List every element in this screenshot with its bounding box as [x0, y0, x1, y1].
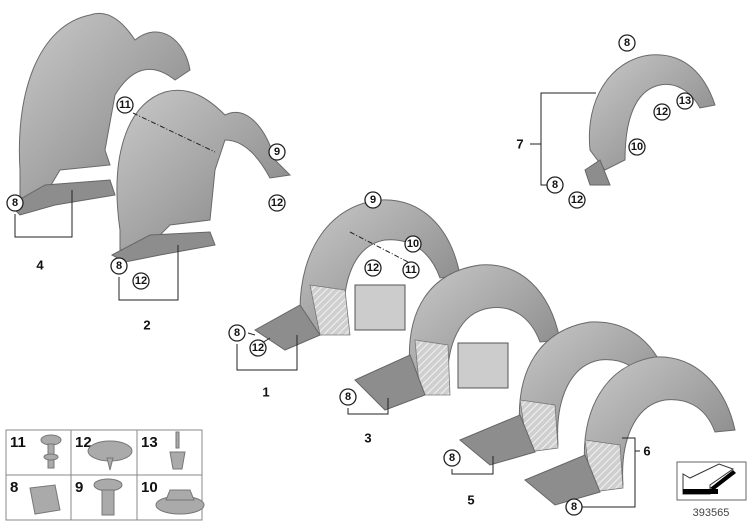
- svg-text:12: 12: [367, 262, 379, 274]
- callout-9: 9: [364, 191, 382, 209]
- wheel-arch-liner-part-2[interactable]: [110, 89, 292, 263]
- callout-10: 10: [404, 235, 422, 253]
- svg-text:12: 12: [135, 275, 147, 287]
- svg-text:10: 10: [407, 238, 419, 250]
- nut-8-icon: [29, 484, 61, 515]
- rivet-13-icon: [169, 431, 186, 470]
- svg-text:12: 12: [656, 106, 668, 118]
- callout-9: 9: [268, 143, 286, 161]
- screw-12-icon: [87, 440, 133, 471]
- callout-12: 12: [364, 259, 382, 277]
- legend-label-8: 8: [10, 479, 18, 496]
- callout-12: 12: [568, 191, 586, 209]
- svg-text:13: 13: [679, 95, 691, 107]
- callout-8: 8: [565, 498, 583, 516]
- flange-nut-10-icon: [155, 489, 205, 515]
- label-2: 2: [143, 318, 150, 333]
- callout-11: 11: [116, 96, 134, 114]
- label-1: 1: [262, 385, 269, 400]
- legend-label-10: 10: [141, 479, 158, 496]
- svg-text:8: 8: [116, 260, 122, 272]
- diagram-number: 393565: [693, 507, 730, 519]
- callout-8: 8: [618, 34, 636, 52]
- label-3: 3: [364, 431, 371, 446]
- svg-text:9: 9: [370, 194, 376, 206]
- legend-label-12: 12: [75, 434, 92, 451]
- label-5: 5: [467, 493, 474, 508]
- svg-text:8: 8: [345, 391, 351, 403]
- callout-8: 8: [6, 194, 24, 212]
- callout-11: 11: [402, 261, 420, 279]
- label-6: 6: [643, 444, 650, 459]
- brackets: [14, 92, 640, 508]
- svg-text:12: 12: [571, 194, 583, 206]
- callout-10: 10: [628, 138, 646, 156]
- legend-label-11: 11: [10, 434, 26, 451]
- wheel-arch-liner-part-1[interactable]: [254, 199, 461, 351]
- wheel-arch-liner-part-3[interactable]: [354, 264, 561, 411]
- clip-11-icon: [40, 434, 62, 469]
- callout-8: 8: [110, 257, 128, 275]
- svg-text:10: 10: [631, 141, 643, 153]
- svg-text:8: 8: [12, 197, 18, 209]
- callout-12: 12: [653, 103, 671, 121]
- wheel-arch-liner-part-5[interactable]: [459, 321, 671, 466]
- wheel-arch-liner-part-4[interactable]: [9, 12, 191, 216]
- callout-13: 13: [676, 92, 694, 110]
- callout-12: 12: [132, 272, 150, 290]
- callout-8: 8: [339, 388, 357, 406]
- svg-text:12: 12: [271, 197, 283, 209]
- orientation-arrow-icon: [676, 461, 747, 501]
- svg-text:8: 8: [571, 501, 577, 513]
- callout-12: 12: [268, 194, 286, 212]
- callout-8: 8: [546, 176, 564, 194]
- label-7: 7: [516, 137, 523, 152]
- wheel-arch-liner-part-7[interactable]: [584, 54, 716, 186]
- wheel-arch-liner-part-6[interactable]: [524, 356, 736, 506]
- svg-text:12: 12: [252, 342, 264, 354]
- callout-8: 8: [443, 449, 461, 467]
- legend-label-13: 13: [141, 434, 158, 451]
- callout-8: 8: [228, 324, 246, 342]
- svg-text:8: 8: [234, 327, 240, 339]
- rivet-nut-9-icon: [93, 478, 123, 516]
- callout-12: 12: [249, 339, 267, 357]
- svg-text:8: 8: [624, 37, 630, 49]
- legend-label-9: 9: [75, 479, 83, 496]
- fastener-legend: 11 12 13 8 9 10: [5, 429, 205, 521]
- svg-text:11: 11: [119, 99, 131, 111]
- label-4: 4: [36, 258, 44, 273]
- svg-text:9: 9: [274, 146, 280, 158]
- svg-text:11: 11: [405, 264, 417, 276]
- svg-text:8: 8: [449, 452, 455, 464]
- svg-text:8: 8: [552, 179, 558, 191]
